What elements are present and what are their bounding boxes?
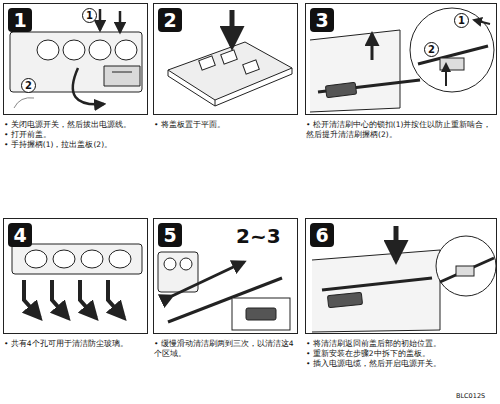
figure-code: BLC012S	[456, 392, 485, 400]
brush-return	[312, 226, 496, 332]
step-number: 1	[8, 8, 32, 32]
step-number: 6	[310, 223, 334, 247]
instruction-text: • 手持握柄(1)，拉出盖板(2)。	[4, 140, 147, 150]
instruction-text: • 共有4个孔可用于清洁防尘玻璃。	[4, 339, 147, 349]
callout-digit: 2	[428, 44, 435, 55]
cover-plate	[168, 10, 292, 106]
step-number: 3	[310, 8, 334, 32]
step-caption: • 缓慢滑动清洁刷两到三次，以清洁这4个区域。	[154, 339, 297, 359]
callout-digit: 2	[25, 80, 32, 91]
step-caption: • 将盖板置于平面。	[154, 120, 297, 130]
step-number: 4	[8, 223, 32, 247]
step-caption: • 关闭电源开关，然后拔出电源线。• 打开前盖。• 手持握柄(1)，拉出盖板(2…	[4, 120, 147, 150]
step-caption: • 共有4个孔可用于清洁防尘玻璃。	[4, 339, 147, 349]
instruction-text: • 重新安装在步骤2中拆下的盖板。	[306, 349, 496, 359]
step-caption: • 松开清洁刷中心的锁扣(1)并按住以防止重新啮合，然后提升清洁刷握柄(2)。	[306, 120, 496, 140]
instruction-text: • 插入电源电缆，然后开启电源开关。	[306, 359, 496, 369]
instruction-text: • 将清洁刷返回前盖后部的初始位置。	[306, 339, 496, 349]
callout-number: 2	[424, 42, 439, 57]
step-digit: 6	[315, 224, 328, 246]
repeat-count: 2~3	[236, 224, 281, 248]
step-number: 5	[158, 223, 182, 247]
step-digit: 2	[163, 9, 176, 31]
instruction-text: • 将盖板置于平面。	[154, 120, 297, 130]
callout-digit: 1	[86, 10, 93, 21]
step-number: 2	[158, 8, 182, 32]
instruction-text: • 松开清洁刷中心的锁扣(1)并按住以防止重新啮合，然后提升清洁刷握柄(2)。	[306, 120, 496, 140]
step-panel: • 关闭电源开关，然后拔出电源线。• 打开前盖。• 手持握柄(1)，拉出盖板(2…	[3, 3, 148, 115]
instruction-text: • 打开前盖。	[4, 130, 147, 140]
callout-number: 2	[21, 78, 36, 93]
dust-holes	[12, 244, 142, 318]
step-panel: • 共有4个孔可用于清洁防尘玻璃。4	[3, 218, 148, 334]
step-caption: • 将清洁刷返回前盖后部的初始位置。• 重新安装在步骤2中拆下的盖板。• 插入电…	[306, 339, 496, 369]
brush-lift	[310, 8, 494, 112]
instruction-text: • 缓慢滑动清洁刷两到三次，以清洁这4个区域。	[154, 339, 297, 359]
instruction-text: • 关闭电源开关，然后拔出电源线。	[4, 120, 147, 130]
step-panel: • 松开清洁刷中心的锁扣(1)并按住以防止重新啮合，然后提升清洁刷握柄(2)。3…	[305, 3, 497, 115]
step-digit: 5	[163, 224, 176, 246]
callout-number: 1	[454, 13, 469, 28]
brush-slide	[158, 252, 290, 330]
step-digit: 3	[315, 9, 328, 31]
callout-digit: 1	[458, 15, 465, 26]
step-panel: • 将清洁刷返回前盖后部的初始位置。• 重新安装在步骤2中拆下的盖板。• 插入电…	[305, 218, 497, 334]
callout-number: 1	[82, 8, 97, 23]
step-digit: 1	[13, 9, 26, 31]
step-digit: 4	[13, 224, 26, 246]
step-panel: • 将盖板置于平面。2	[153, 3, 298, 115]
